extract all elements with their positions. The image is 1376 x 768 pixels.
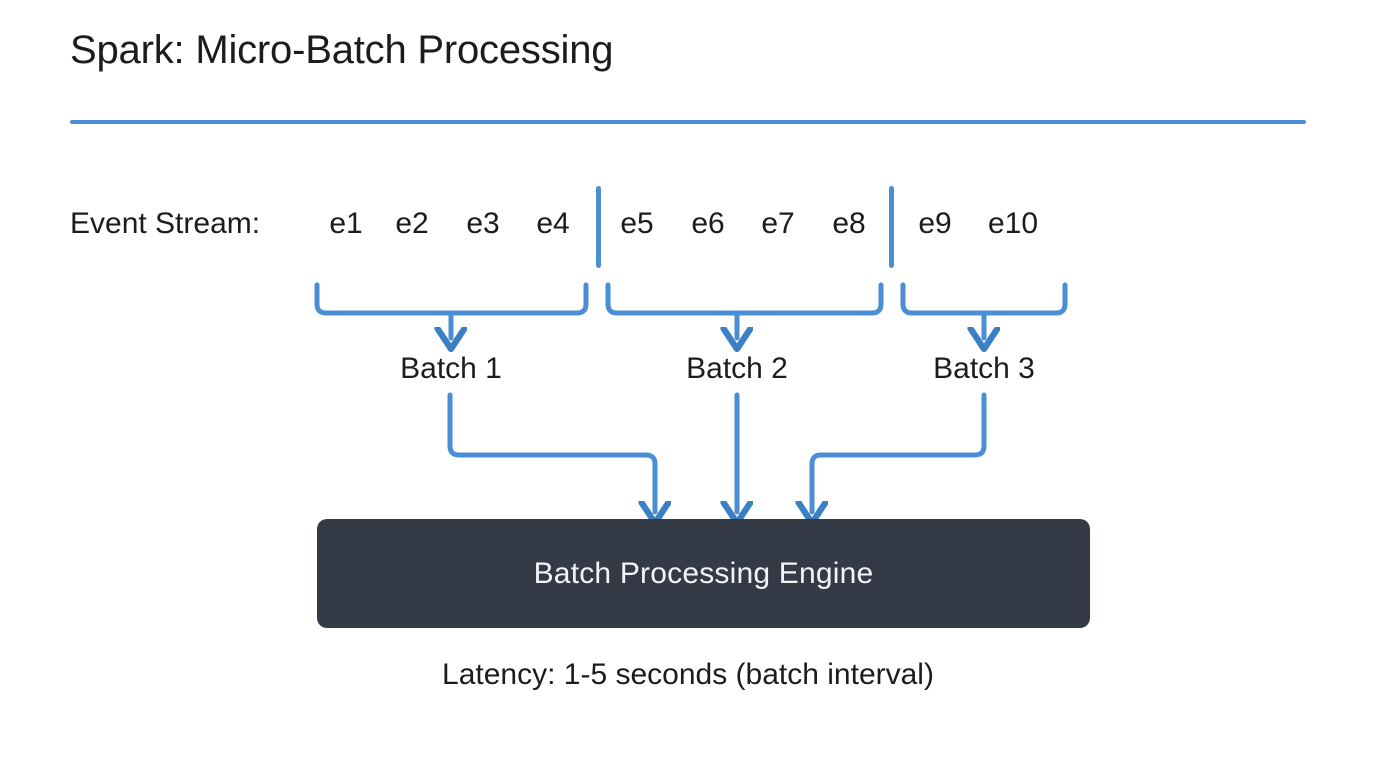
event-token-e7: e7: [761, 207, 795, 240]
event-token-e6: e6: [691, 207, 725, 240]
batch-bracket-3: [900, 282, 1068, 316]
event-token-e3: e3: [466, 207, 500, 240]
event-stream-label: Event Stream:: [70, 207, 261, 240]
batch-1-to-engine-connector: [447, 392, 655, 512]
event-token-e2: e2: [395, 207, 429, 240]
event-token-e8: e8: [832, 207, 866, 240]
batch-3-to-engine-connector: [812, 392, 987, 512]
event-token-e4: e4: [536, 207, 570, 240]
batch-divider-1: [596, 186, 601, 268]
batch-label-2: Batch 2: [686, 352, 788, 385]
latency-caption-text: Latency: 1-5 seconds (batch interval): [442, 658, 934, 691]
event-token-e5: e5: [620, 207, 654, 240]
latency-caption: Latency: 1-5 seconds (batch interval): [0, 658, 1376, 692]
page-title: Spark: Micro-Batch Processing: [70, 28, 614, 72]
event-token-e9: e9: [918, 207, 952, 240]
batch-processing-engine-box: Batch Processing Engine: [317, 519, 1090, 628]
batch-bracket-2: [605, 282, 884, 316]
batch-bracket-1: [314, 282, 589, 316]
batch-label-1: Batch 1: [400, 352, 502, 385]
batch-label-3: Batch 3: [933, 352, 1035, 385]
event-token-e1: e1: [329, 207, 363, 240]
engine-label: Batch Processing Engine: [533, 556, 874, 590]
event-token-e10: e10: [987, 207, 1039, 240]
batch-divider-2: [889, 186, 894, 268]
title-divider-rule: [70, 120, 1306, 124]
